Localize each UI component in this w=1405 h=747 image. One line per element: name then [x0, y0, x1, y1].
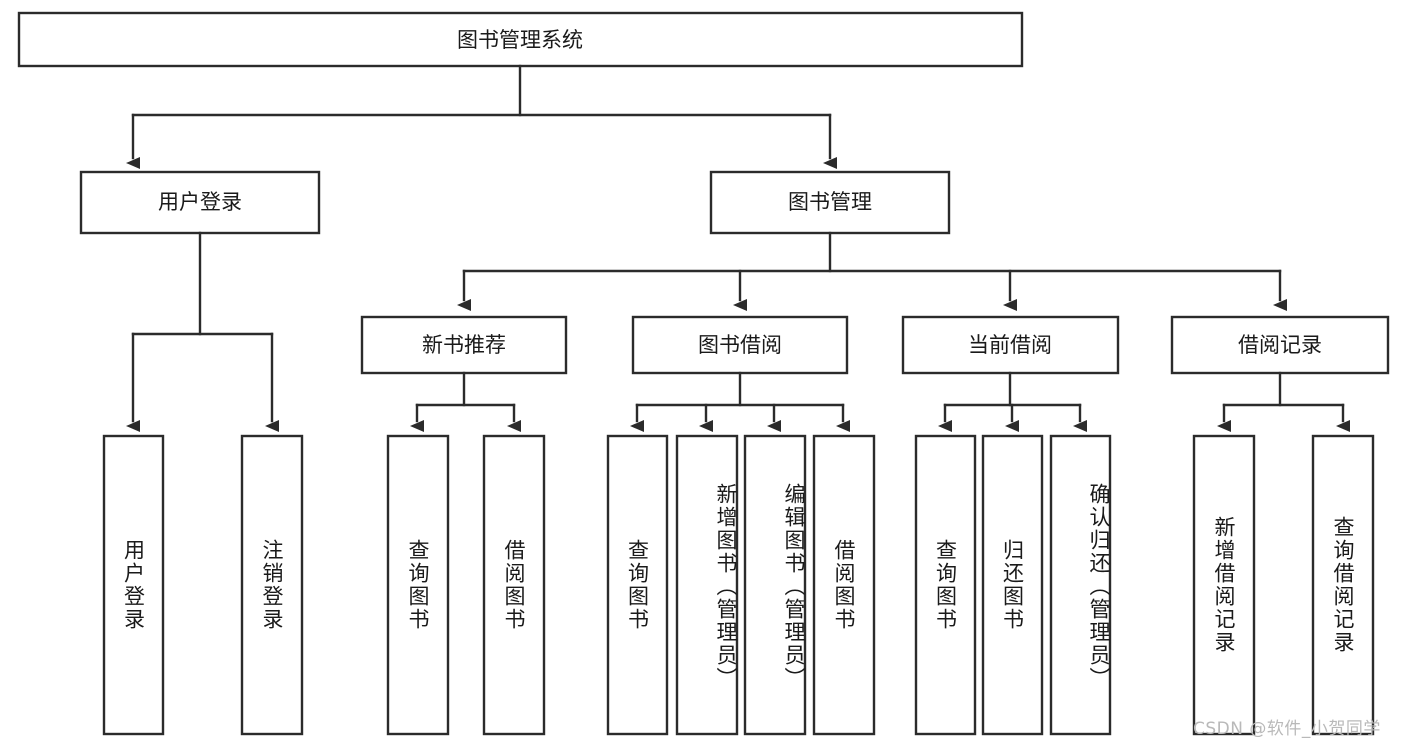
- node-borrow-record-label: 借阅记录: [1238, 333, 1322, 357]
- node-book-manage-box[interactable]: [709, 170, 951, 235]
- leaf-box-query-book-3[interactable]: [914, 434, 977, 736]
- leaf-box-borrow-book-2[interactable]: [812, 434, 876, 736]
- node-current-borrow-box[interactable]: [901, 315, 1120, 375]
- leaf-box-query-book-2[interactable]: [606, 434, 669, 736]
- leaf-box-user-login[interactable]: [102, 434, 165, 736]
- leaf-box-return-book[interactable]: [981, 434, 1044, 736]
- node-root-label: 图书管理系统: [457, 28, 583, 52]
- leaf-box-add-book[interactable]: [675, 434, 739, 736]
- csdn-watermark: CSDN @软件_小贺同学: [1193, 719, 1381, 739]
- leaf-box-borrow-book-1[interactable]: [482, 434, 546, 736]
- node-current-borrow-label: 当前借阅: [968, 333, 1052, 357]
- node-new-book-rec-box[interactable]: [360, 315, 568, 375]
- leaf-box-query-book-1[interactable]: [386, 434, 450, 736]
- node-user-login-label: 用户登录: [158, 190, 242, 214]
- node-borrow-record-box[interactable]: [1170, 315, 1390, 375]
- leaf-box-query-borrow-record[interactable]: [1311, 434, 1375, 736]
- leaf-box-confirm-return[interactable]: [1049, 434, 1112, 736]
- node-root-box[interactable]: [17, 11, 1024, 68]
- leaf-box-logout[interactable]: [240, 434, 304, 736]
- leaf-box-edit-book[interactable]: [743, 434, 807, 736]
- node-new-book-rec-label: 新书推荐: [422, 333, 506, 357]
- node-book-borrow-box[interactable]: [631, 315, 849, 375]
- leaf-box-add-borrow-record[interactable]: [1192, 434, 1256, 736]
- node-book-manage-label: 图书管理: [788, 190, 872, 214]
- node-book-borrow-label: 图书借阅: [698, 333, 782, 357]
